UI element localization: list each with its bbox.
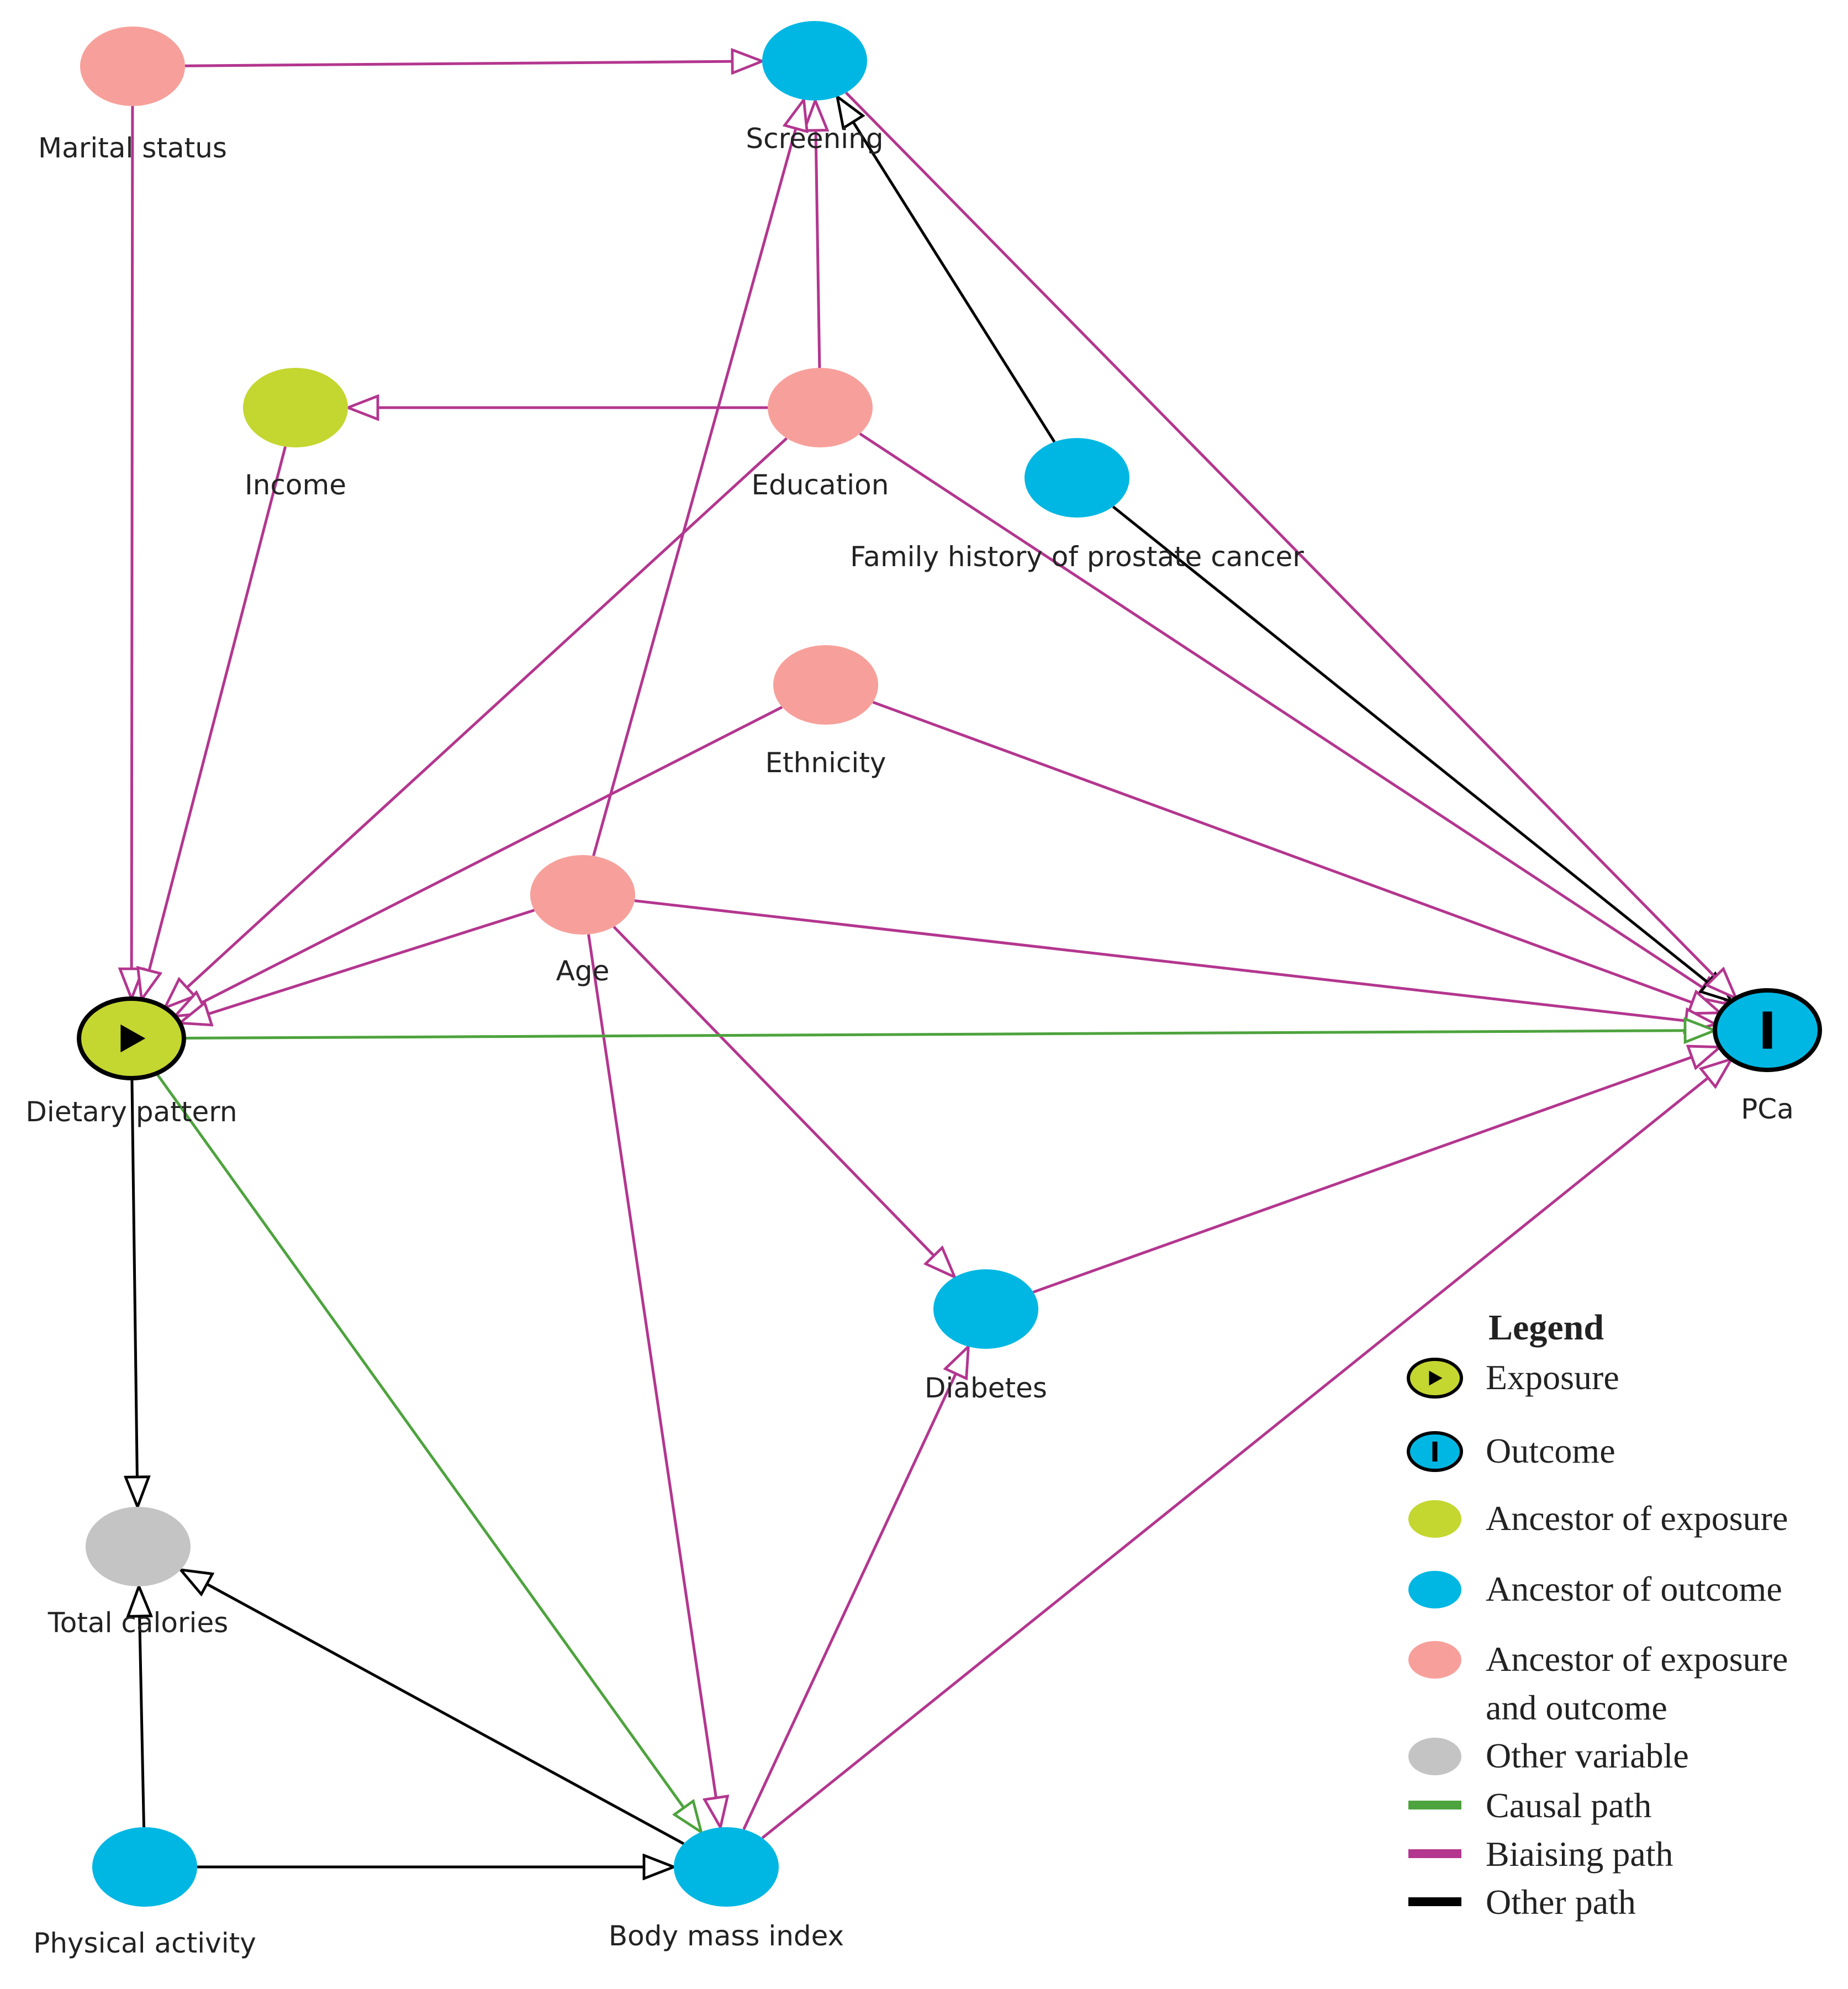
node-ellipse [86, 1507, 191, 1586]
legend-item: Causal path [1408, 1786, 1651, 1825]
edge-screening-to-pca [845, 91, 1736, 999]
node-ellipse [773, 645, 878, 725]
node-screening: Screening [746, 21, 884, 155]
node-label: Body mass index [609, 1920, 844, 1952]
edge-marital-status-to-screening [184, 61, 762, 66]
node-label: Physical activity [33, 1927, 256, 1959]
node-label: Total calories [47, 1607, 229, 1639]
legend-item: Ancestor of exposure [1408, 1499, 1788, 1538]
node-label: Income [245, 469, 346, 501]
edge-body-mass-index-to-pca [761, 1059, 1731, 1839]
edge-income-to-dietary-pattern [141, 446, 287, 1000]
legend-swatch-ancestor-outcome [1408, 1571, 1461, 1608]
legend-label-line2: and outcome [1486, 1688, 1667, 1727]
legend-label: Other variable [1486, 1736, 1689, 1775]
node-ellipse [92, 1827, 197, 1907]
edge-family-history-to-pca [1112, 505, 1731, 1001]
legend-item: Biaising path [1408, 1834, 1673, 1874]
node-education: Education [752, 368, 889, 501]
legend-label: Exposure [1486, 1358, 1619, 1397]
edge-family-history-to-screening [837, 97, 1056, 443]
legend-label: Biaising path [1486, 1834, 1673, 1874]
legend-item: Other path [1408, 1882, 1636, 1922]
legend-label: Ancestor of outcome [1486, 1569, 1782, 1608]
node-ellipse [933, 1269, 1038, 1349]
legend-label: Outcome [1486, 1431, 1615, 1470]
legend-swatch-other-path [1408, 1897, 1461, 1906]
legend-swatch-causal-path [1408, 1801, 1461, 1809]
node-income: Income [243, 368, 348, 501]
node-ellipse [762, 21, 867, 101]
edge-body-mass-index-to-diabetes [742, 1347, 969, 1830]
edge-body-mass-index-to-total-calories [181, 1570, 685, 1845]
node-marital-status: Marital status [38, 27, 227, 164]
node-physical-activity: Physical activity [33, 1827, 256, 1959]
edge-dietary-pattern-to-total-calories [132, 1078, 138, 1507]
node-label: Ethnicity [765, 747, 886, 779]
legend-item: Other variable [1408, 1736, 1689, 1775]
node-ellipse [80, 27, 185, 106]
node-ellipse [1025, 438, 1129, 518]
edge-education-to-pca [859, 432, 1728, 1004]
edge-age-to-diabetes [613, 926, 954, 1277]
play-icon [1429, 1370, 1443, 1386]
legend-label: Other path [1486, 1882, 1636, 1922]
node-label: PCa [1741, 1093, 1794, 1125]
edge-age-to-body-mass-index [587, 934, 721, 1828]
edge-dietary-pattern-to-pca [183, 1031, 1715, 1038]
node-label: Family history of prostate cancer [850, 541, 1304, 573]
node-ellipse [674, 1827, 779, 1907]
legend-item: Ancestor of outcome [1408, 1569, 1782, 1608]
play-icon [120, 1024, 146, 1053]
legend-item: Ancestor of exposure and outcome [1408, 1639, 1788, 1727]
edges-layer [131, 61, 1736, 1867]
node-ellipse [530, 855, 635, 935]
edge-dietary-pattern-to-body-mass-index [155, 1072, 701, 1832]
node-ellipse [243, 368, 348, 447]
node-diabetes: Diabetes [925, 1269, 1047, 1404]
legend-item: Exposure [1407, 1358, 1619, 1399]
edge-age-to-dietary-pattern [180, 909, 535, 1023]
node-pca: PCa [1713, 988, 1822, 1125]
legend-label: Ancestor of exposure [1486, 1499, 1788, 1538]
edge-marital-status-to-dietary-pattern [131, 105, 133, 999]
node-dietary-pattern: Dietary pattern [25, 996, 237, 1128]
bar-icon [1432, 1442, 1438, 1462]
legend-swatch-ancestor-exposure [1408, 1500, 1461, 1538]
edge-age-to-pca [634, 899, 1715, 1025]
node-ellipse [768, 368, 873, 447]
node-ethnicity: Ethnicity [765, 645, 886, 779]
node-total-calories: Total calories [47, 1507, 229, 1639]
edge-age-to-screening [592, 100, 804, 857]
edge-ethnicity-to-dietary-pattern [175, 705, 783, 1016]
legend-title: Legend [1488, 1307, 1604, 1348]
legend-swatch-biasing-path [1408, 1849, 1461, 1858]
edge-education-to-screening [815, 101, 820, 368]
node-label: Marital status [38, 132, 227, 164]
legend-label: Ancestor of exposure [1486, 1639, 1788, 1679]
node-label: Diabetes [925, 1372, 1047, 1404]
node-label: Education [752, 469, 889, 501]
node-age: Age [530, 855, 635, 987]
node-label: Screening [746, 123, 883, 155]
edge-physical-activity-to-total-calories [139, 1586, 144, 1828]
bar-icon [1762, 1011, 1772, 1049]
legend-swatch-ancestor-both [1408, 1641, 1461, 1679]
legend-swatch-other-variable [1408, 1738, 1461, 1775]
legend-item: Outcome [1407, 1431, 1615, 1472]
legend-label: Causal path [1486, 1786, 1651, 1825]
node-family-history: Family history of prostate cancer [850, 438, 1304, 573]
edge-diabetes-to-pca [1033, 1047, 1720, 1294]
node-body-mass-index: Body mass index [609, 1827, 844, 1952]
node-label: Dietary pattern [25, 1096, 237, 1128]
edge-ethnicity-to-pca [872, 700, 1720, 1012]
node-label: Age [556, 955, 610, 987]
